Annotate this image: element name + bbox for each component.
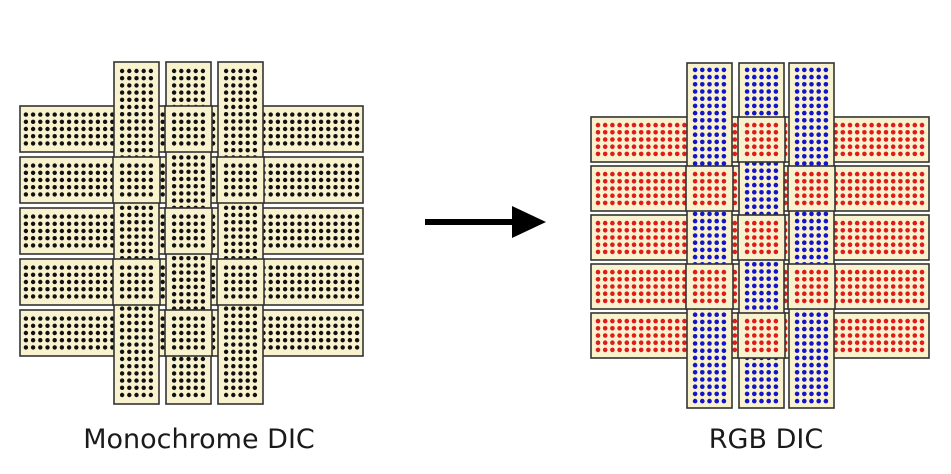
vertical-strip (217, 61, 264, 405)
weave-crossing (112, 156, 161, 204)
vertical-strip (686, 62, 733, 409)
weave-crossing (216, 258, 265, 306)
weave-crossing (164, 309, 213, 357)
vertical-strip (113, 61, 160, 405)
weave-crossing (737, 214, 786, 261)
rgb-dic-caption: RGB DIC (708, 424, 824, 455)
rgb-dic-weave (590, 62, 930, 409)
vertical-strip (788, 62, 835, 409)
monochrome-dic-caption: Monochrome DIC (83, 424, 315, 455)
weave-crossing (216, 156, 265, 204)
weave-crossing (737, 312, 786, 359)
weave-crossing (685, 263, 734, 310)
weave-crossing (787, 165, 836, 212)
weave-crossing (164, 105, 213, 153)
weave-crossing (737, 116, 786, 163)
weave-crossing (164, 207, 213, 255)
right-arrow-icon (425, 206, 546, 238)
weave-crossing (112, 258, 161, 306)
weave-crossing (787, 263, 836, 310)
monochrome-dic-weave (19, 61, 364, 405)
weave-crossing (685, 165, 734, 212)
